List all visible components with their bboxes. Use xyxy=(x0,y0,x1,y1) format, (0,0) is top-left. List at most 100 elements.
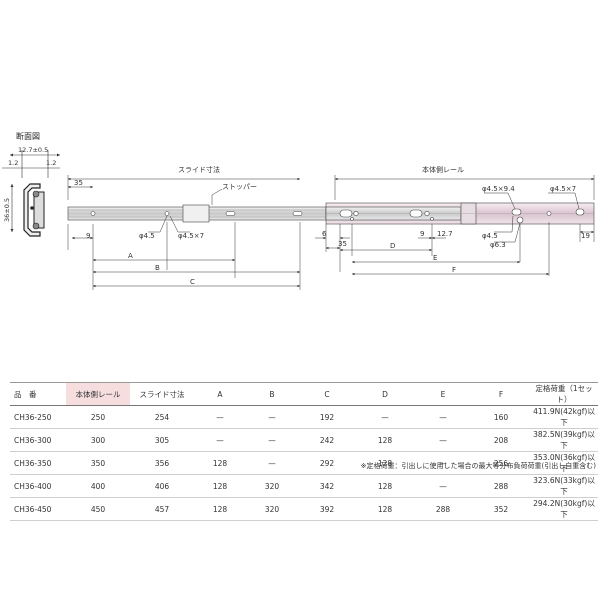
spec-table: 品 番 本体側レール スライド寸法 A B C D E F 定格荷重（1セット）… xyxy=(10,382,598,521)
header-D: D xyxy=(356,382,414,406)
cell-B: — xyxy=(246,428,298,452)
cell-F: 352 xyxy=(472,497,530,521)
header-E: E xyxy=(414,382,472,406)
dim-F: F xyxy=(452,266,456,274)
header-B: B xyxy=(246,382,298,406)
header-part-no: 品 番 xyxy=(10,382,66,406)
spec-table-container: 品 番 本体側レール スライド寸法 A B C D E F 定格荷重（1セット）… xyxy=(10,382,598,521)
dim-cs-left: 1.2 xyxy=(8,159,18,167)
dim-A: A xyxy=(128,252,133,260)
cell-rated-load: 353.0N(36kgf)以下 xyxy=(530,451,598,475)
cell-slide-stroke: 305 xyxy=(130,428,194,452)
dim-35-top: 35 xyxy=(74,179,83,187)
cell-B: — xyxy=(246,451,298,475)
label-stopper: ストッパー xyxy=(222,183,257,191)
table-row: CH36-350 350 356 128 — 292 128 — 256 353… xyxy=(10,451,598,475)
cell-B: 320 xyxy=(246,497,298,521)
cell-D: 128 xyxy=(356,428,414,452)
cell-part-no: CH36-450 xyxy=(10,497,66,521)
cell-slide-stroke: 356 xyxy=(130,451,194,475)
cross-section xyxy=(2,150,60,237)
cell-slide-stroke: 457 xyxy=(130,497,194,521)
cell-D: 128 xyxy=(356,451,414,475)
dim-cs-right: 1.2 xyxy=(46,159,56,167)
table-row: CH36-400 400 406 128 320 342 128 — 288 3… xyxy=(10,474,598,498)
cell-C: 192 xyxy=(298,405,356,429)
dim-D: D xyxy=(390,242,395,250)
dim-9-mid: 9 xyxy=(420,230,424,238)
hole-phi4-5x7-b: φ4.5×7 xyxy=(550,185,576,193)
cell-F: 256 xyxy=(472,451,530,475)
cell-E: — xyxy=(414,428,472,452)
dim-cs-height: 36±0.5 xyxy=(3,198,11,222)
cell-E: — xyxy=(414,405,472,429)
hole-phi4-5-b: φ4.5 xyxy=(482,232,498,240)
hole-phi4-5x7-a: φ4.5×7 xyxy=(178,232,204,240)
hole-phi4-5-a: φ4.5 xyxy=(139,232,155,240)
rated-load-note: ※定格荷重：引出しに使用した場合の最大等分布負荷荷重(引出し自重含む) xyxy=(360,462,596,470)
cell-C: 292 xyxy=(298,451,356,475)
dim-6: 6 xyxy=(322,230,327,238)
header-body-rail: 本体側レール xyxy=(66,382,130,406)
dim-19: 19 xyxy=(581,232,590,240)
cell-A: — xyxy=(194,428,246,452)
table-row: CH36-450 450 457 128 320 392 128 288 352… xyxy=(10,497,598,521)
hole-phi4-5x9-4: φ4.5×9.4 xyxy=(482,185,515,193)
slide-rail xyxy=(67,204,327,223)
technical-drawing: 断面図 12.7±0.5 1.2 1.2 36±0.5 スライド寸法 本体側レー… xyxy=(2,131,595,290)
cell-rated-load: 411.9N(42kgf)以下 xyxy=(530,405,598,429)
cell-F: 160 xyxy=(472,405,530,429)
cell-A: 128 xyxy=(194,497,246,521)
cell-F: 208 xyxy=(472,428,530,452)
dim-E: E xyxy=(433,254,437,262)
cell-rated-load: 323.6N(33kgf)以下 xyxy=(530,474,598,498)
cell-C: 242 xyxy=(298,428,356,452)
label-body-rail: 本体側レール xyxy=(422,165,464,174)
cell-part-no: CH36-300 xyxy=(10,428,66,452)
cell-body-rail: 300 xyxy=(66,428,130,452)
cell-F: 288 xyxy=(472,474,530,498)
dim-cs-width: 12.7±0.5 xyxy=(18,146,48,154)
cell-A: 128 xyxy=(194,451,246,475)
cell-A: 128 xyxy=(194,474,246,498)
cell-body-rail: 450 xyxy=(66,497,130,521)
cell-slide-stroke: 406 xyxy=(130,474,194,498)
dim-C: C xyxy=(190,278,195,286)
cell-D: 128 xyxy=(356,497,414,521)
header-rated-load: 定格荷重（1セット） xyxy=(530,382,598,406)
cell-slide-stroke: 254 xyxy=(130,405,194,429)
cell-B: 320 xyxy=(246,474,298,498)
section-title: 断面図 xyxy=(16,131,40,141)
cell-D: — xyxy=(356,405,414,429)
hole-phi6-3: φ6.3 xyxy=(490,241,506,249)
cell-part-no: CH36-400 xyxy=(10,474,66,498)
body-rail xyxy=(325,202,595,225)
cell-A: — xyxy=(194,405,246,429)
cell-B: — xyxy=(246,405,298,429)
cell-C: 342 xyxy=(298,474,356,498)
header-slide-stroke: スライド寸法 xyxy=(130,382,194,406)
cell-E: 288 xyxy=(414,497,472,521)
cell-E: — xyxy=(414,451,472,475)
cell-body-rail: 250 xyxy=(66,405,130,429)
cell-C: 392 xyxy=(298,497,356,521)
cell-body-rail: 400 xyxy=(66,474,130,498)
cell-E: — xyxy=(414,474,472,498)
dim-35-mid: 35 xyxy=(338,240,347,248)
cell-rated-load: 294.2N(30kgf)以下 xyxy=(530,497,598,521)
header-C: C xyxy=(298,382,356,406)
dim-B: B xyxy=(155,264,160,272)
dim-9-left: 9 xyxy=(86,232,90,240)
header-F: F xyxy=(472,382,530,406)
cell-body-rail: 350 xyxy=(66,451,130,475)
table-row: CH36-250 250 254 — — 192 — — 160 411.9N(… xyxy=(10,405,598,429)
table-row: CH36-300 300 305 — — 242 128 — 208 382.5… xyxy=(10,428,598,452)
cell-rated-load: 382.5N(39kgf)以下 xyxy=(530,428,598,452)
cell-part-no: CH36-350 xyxy=(10,451,66,475)
label-slide-stroke: スライド寸法 xyxy=(178,165,220,174)
cell-part-no: CH36-250 xyxy=(10,405,66,429)
header-A: A xyxy=(194,382,246,406)
dim-12-7: 12.7 xyxy=(437,230,453,238)
table-header-row: 品 番 本体側レール スライド寸法 A B C D E F 定格荷重（1セット） xyxy=(10,382,598,406)
cell-D: 128 xyxy=(356,474,414,498)
